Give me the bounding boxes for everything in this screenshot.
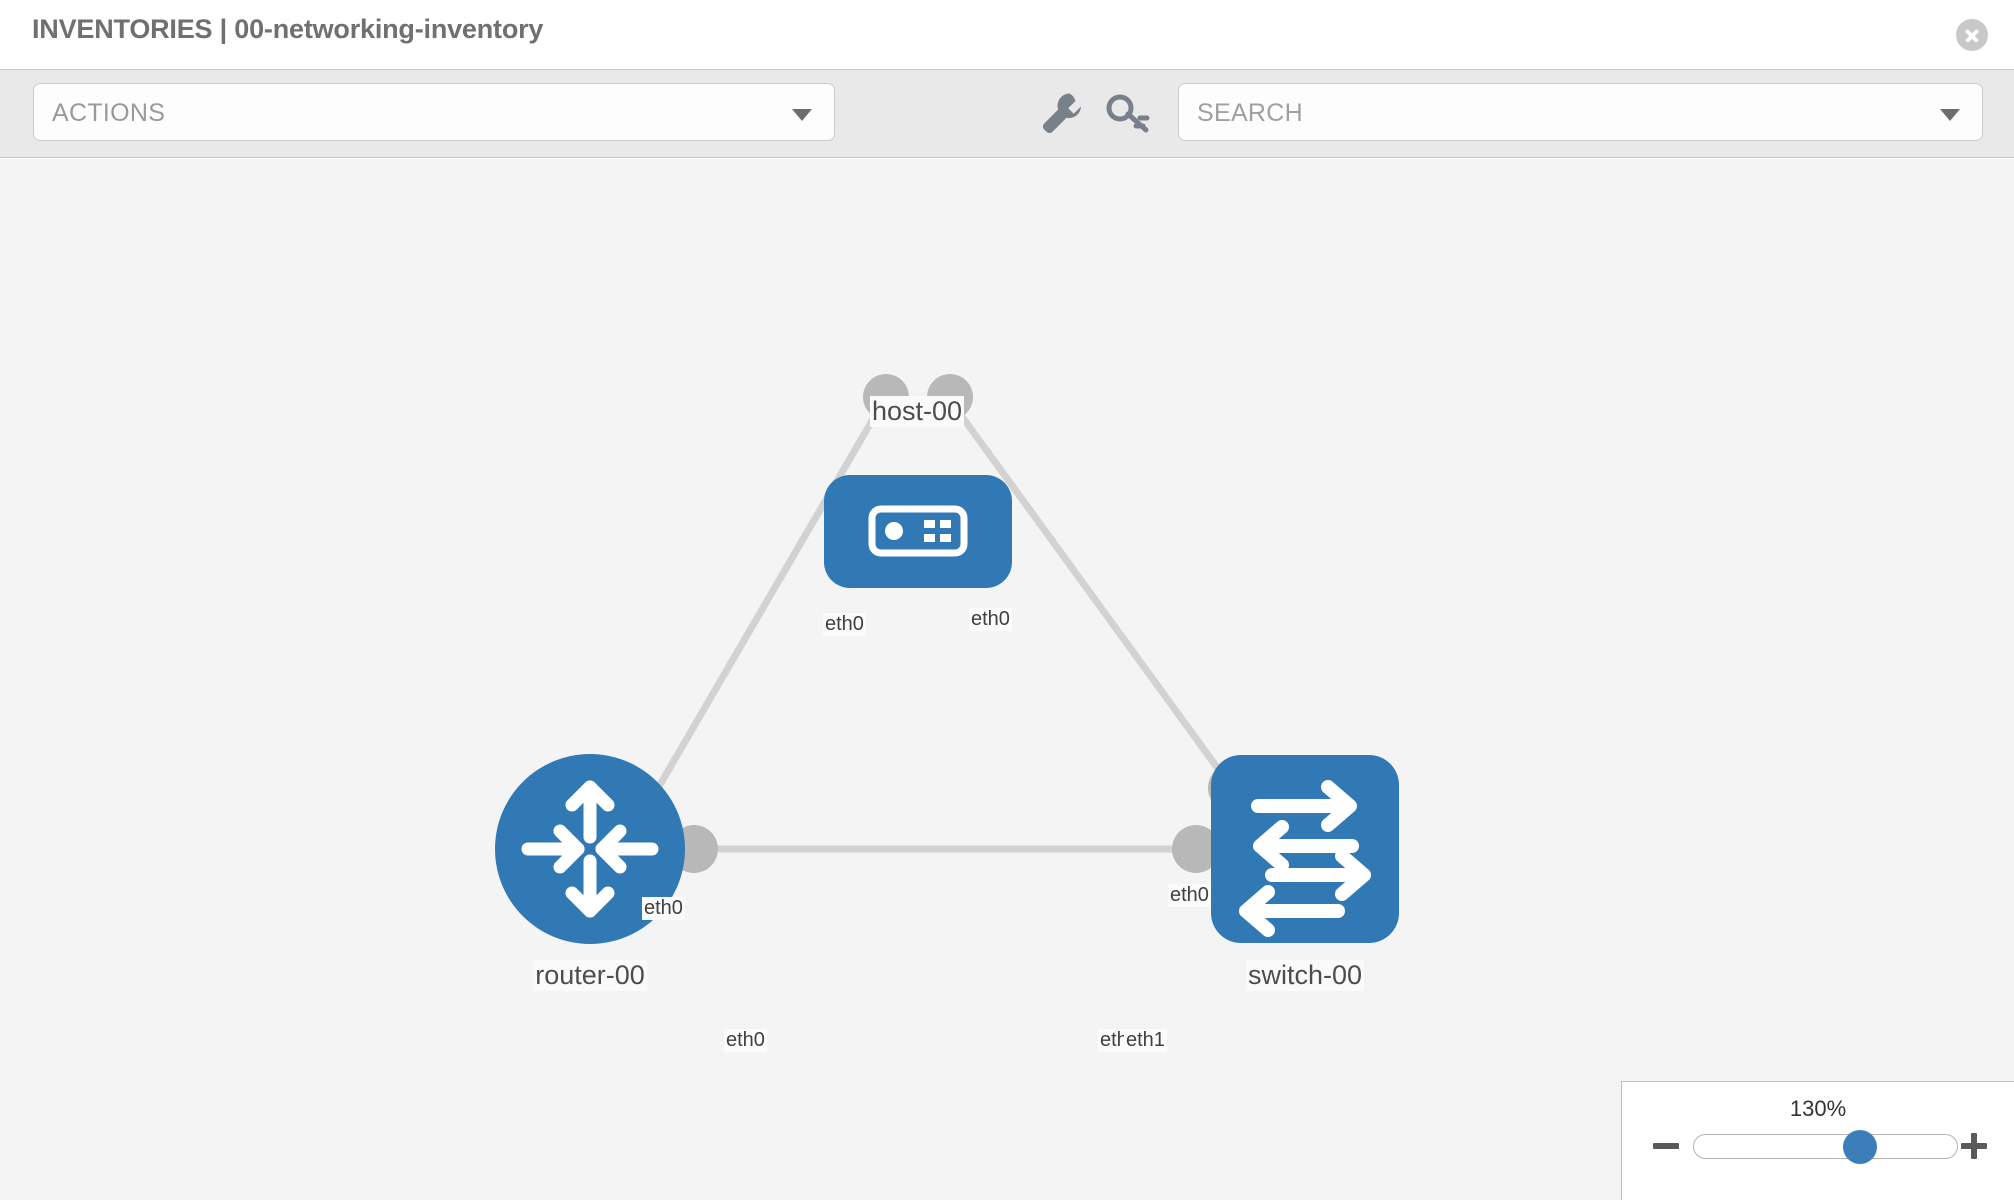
- page-title: INVENTORIES | 00-networking-inventory: [32, 14, 544, 44]
- edge-host-router[interactable]: [636, 405, 884, 821]
- endpoint-nub[interactable]: [1172, 825, 1220, 873]
- key-icon[interactable]: [1104, 88, 1152, 136]
- minus-icon[interactable]: [1653, 1133, 1679, 1159]
- node-host-00[interactable]: [824, 475, 1012, 588]
- search-placeholder: SEARCH: [1197, 99, 1303, 127]
- zoom-slider-thumb[interactable]: [1842, 1130, 1877, 1164]
- iface-label-host-eth0-left: eth0: [823, 613, 866, 636]
- window-header: INVENTORIES | 00-networking-inventory: [0, 0, 2014, 69]
- node-label-host-00: host-00: [869, 396, 965, 427]
- iface-label-overlap: eth: [1098, 1029, 1130, 1052]
- toolbar: ACTIONS SEARCH: [0, 69, 2014, 158]
- actions-dropdown-label: ACTIONS: [52, 99, 166, 127]
- chevron-down-icon: [792, 109, 812, 121]
- node-label-switch-00: switch-00: [1245, 960, 1365, 991]
- server-icon: [868, 505, 968, 557]
- edge-host-switch[interactable]: [952, 404, 1243, 802]
- node-switch-00[interactable]: [1211, 755, 1399, 943]
- topology-graph: [495, 374, 1399, 944]
- node-router-00[interactable]: [495, 754, 685, 944]
- topology-canvas[interactable]: host-00 router-00 switch-00 eth0 eth0 et…: [0, 159, 2014, 1200]
- zoom-level-label: 130%: [1789, 1096, 1847, 1121]
- node-label-router-00: router-00: [533, 960, 647, 991]
- chevron-down-icon[interactable]: [1940, 109, 1960, 121]
- iface-label-switch-eth1: eth1: [1124, 1029, 1167, 1052]
- search-input[interactable]: SEARCH: [1178, 83, 1983, 141]
- iface-label-router-eth0: eth0: [724, 1029, 767, 1052]
- switch-arrows-icon: [1239, 780, 1371, 937]
- zoom-slider[interactable]: [1693, 1130, 1958, 1164]
- zoom-control-panel: 130%: [1621, 1081, 2014, 1200]
- iface-label-switch-eth0-uplink: eth0: [1168, 884, 1211, 907]
- iface-label-router-eth0-uplink: eth0: [642, 897, 685, 920]
- router-arrows-icon: [521, 780, 659, 918]
- iface-label-host-eth0-right: eth0: [969, 608, 1012, 631]
- close-icon[interactable]: [1956, 19, 1988, 51]
- plus-icon[interactable]: [1961, 1133, 1987, 1159]
- actions-dropdown[interactable]: ACTIONS: [33, 83, 835, 141]
- wrench-icon[interactable]: [1036, 88, 1084, 136]
